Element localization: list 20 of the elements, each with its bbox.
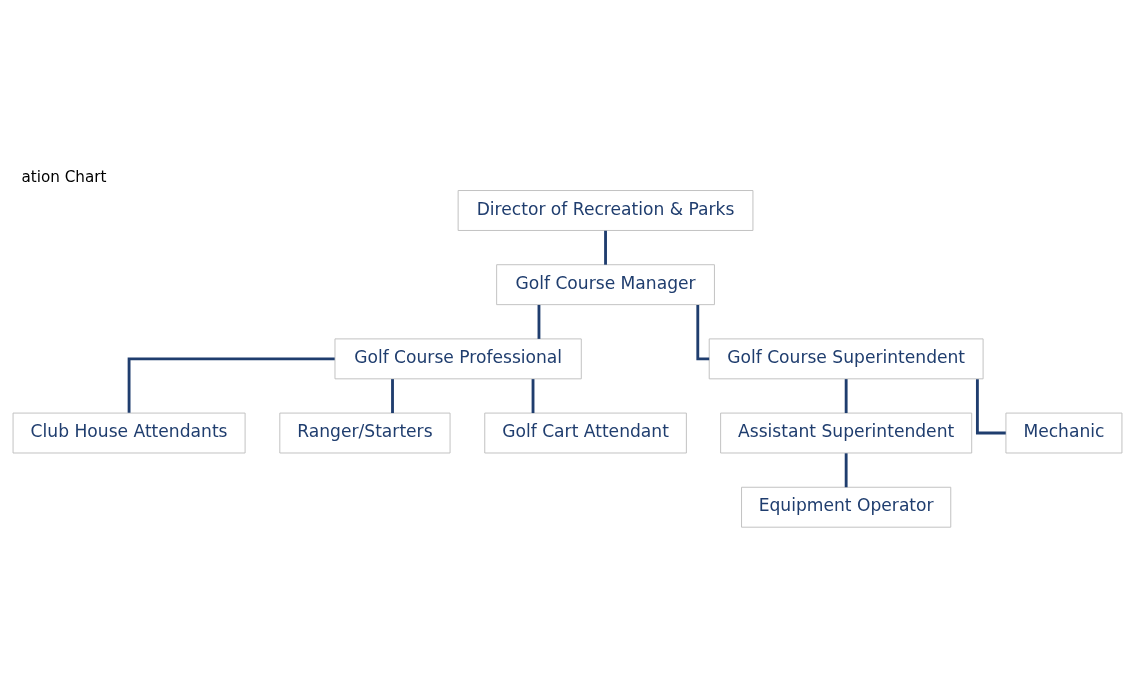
- node-box: Equipment Operator: [741, 486, 952, 528]
- connector: [127, 357, 335, 413]
- connector: [696, 304, 710, 361]
- node-box: Golf Course Manager: [496, 264, 715, 306]
- node-box: Mechanic: [1005, 412, 1123, 454]
- node-box: Director of Recreation & Parks: [457, 190, 754, 231]
- node-box: Assistant Superintendent: [720, 412, 973, 454]
- node-box: Ranger/Starters: [279, 412, 451, 454]
- node-box: Golf Course Professional: [334, 338, 582, 380]
- connector: [391, 379, 394, 414]
- connector: [537, 304, 541, 339]
- connector: [531, 379, 535, 414]
- diagram-title: ation Chart: [21, 167, 107, 186]
- connector: [844, 379, 848, 414]
- node-box: Golf Course Superintendent: [708, 338, 984, 380]
- connector: [844, 453, 848, 488]
- connector: [604, 230, 607, 265]
- connector: [975, 379, 1006, 435]
- node-box: Golf Cart Attendant: [484, 412, 687, 454]
- node-box: Club House Attendants: [12, 412, 246, 454]
